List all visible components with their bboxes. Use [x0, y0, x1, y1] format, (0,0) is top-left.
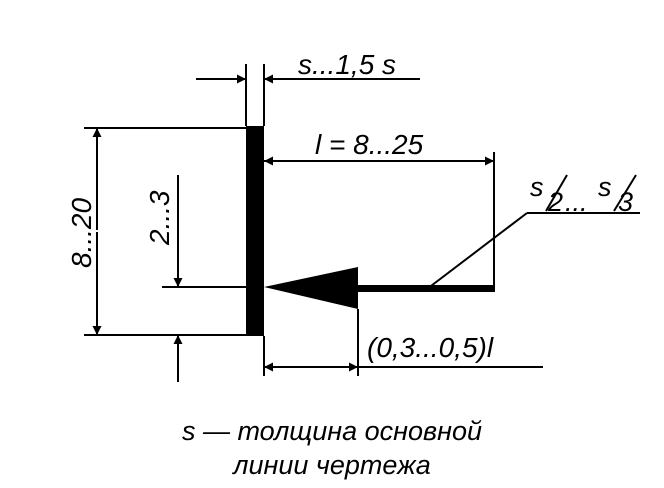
- caption-line-1: s — толщина основной: [181, 416, 483, 446]
- outer-height-label: 8...20: [66, 198, 97, 268]
- s-range-label: s...1,5 s: [298, 49, 396, 80]
- inner-height-label: 2...3: [144, 190, 175, 246]
- thickness-callout: [426, 212, 640, 290]
- svg-text:2: 2: [547, 187, 563, 217]
- leader-shelf: [356, 285, 494, 292]
- s-dimension: [196, 64, 420, 126]
- caption-line-2: линии чертежа: [233, 450, 431, 480]
- arrow-length-label: (0,3...0,5)l: [367, 332, 494, 363]
- svg-text:...: ...: [565, 187, 588, 217]
- svg-text:3: 3: [618, 187, 633, 217]
- l-range-label: l = 8...25: [315, 129, 424, 160]
- thickness-ratio-label: s 2 ... s 3: [530, 172, 637, 217]
- inner-height-dimension: [162, 175, 246, 382]
- arrow-length-dimension: [263, 309, 543, 376]
- svg-text:s: s: [598, 172, 612, 202]
- svg-text:s: s: [530, 172, 544, 202]
- main-line: [246, 126, 264, 336]
- leader-arrowhead: [264, 267, 358, 309]
- l-dimension: [264, 152, 495, 292]
- outer-height-dimension: [84, 127, 246, 336]
